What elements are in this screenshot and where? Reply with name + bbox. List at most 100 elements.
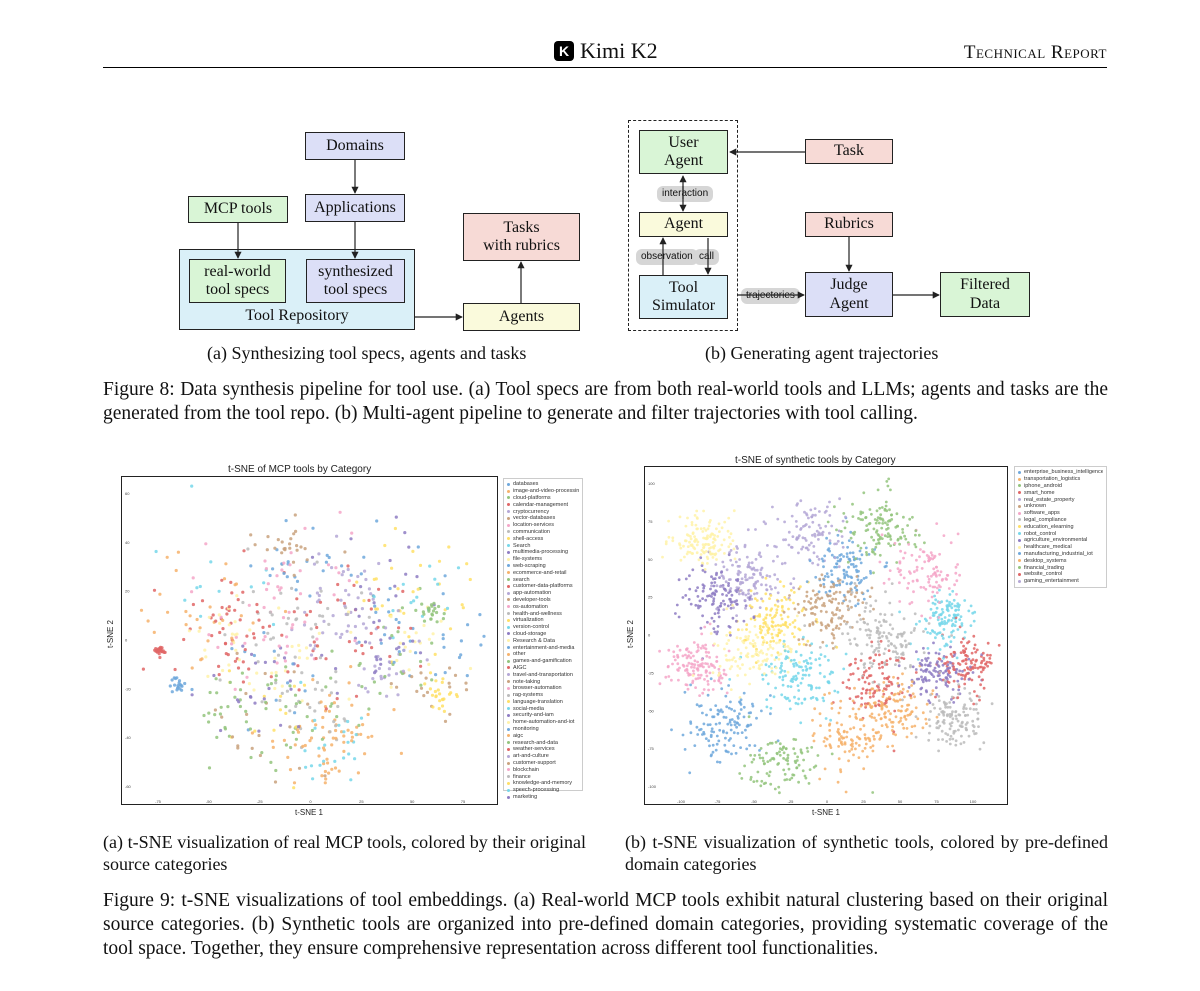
plot-a-point <box>355 641 359 645</box>
plot-a-point <box>332 593 336 597</box>
plot-a-legend-item: shell-access <box>507 535 579 542</box>
plot-b-point <box>852 555 855 559</box>
plot-b-point <box>742 705 746 709</box>
plot-b-point <box>781 675 785 679</box>
plot-a-point <box>285 689 289 693</box>
plot-b-point <box>780 664 783 668</box>
plot-b-point <box>898 581 901 585</box>
plot-b-point <box>780 562 784 566</box>
plot-b-point <box>940 617 944 621</box>
plot-b-point <box>718 604 722 608</box>
plot-a-point <box>154 549 158 554</box>
plot-a-point <box>388 558 392 563</box>
plot-b-point <box>955 717 958 721</box>
plot-b-point <box>835 565 838 569</box>
plot-a-point <box>249 755 253 760</box>
plot-b-point <box>703 570 707 574</box>
plot-b-point <box>901 531 905 534</box>
plot-b-point <box>888 623 892 627</box>
plot-b-point <box>770 624 774 628</box>
plot-a-point <box>420 602 424 606</box>
plot-b-point <box>715 655 719 659</box>
plot-a-legend-item: home-automation-and-iot <box>507 719 579 726</box>
plot-a-point <box>207 711 211 715</box>
plot-b-point <box>856 578 860 582</box>
plot-b-point <box>803 524 807 527</box>
plot-a-point <box>237 658 241 662</box>
plot-a-point <box>183 681 187 686</box>
plot-b-point <box>807 516 810 520</box>
plot-b-point <box>691 674 695 677</box>
filtered-data-box: Filtered Data <box>940 272 1030 317</box>
plot-b-legend-marker <box>1018 525 1021 529</box>
plot-b-point <box>849 673 853 676</box>
plot-b-point <box>901 698 904 702</box>
plot-a-point <box>337 571 341 575</box>
plot-b-point <box>852 565 856 569</box>
plot-a-point <box>221 627 225 631</box>
plot-a-point <box>153 648 157 652</box>
plot-b-point <box>889 488 892 492</box>
plot-a-point <box>158 655 162 660</box>
plot-b-point <box>948 701 952 704</box>
plot-b-point <box>868 714 872 718</box>
plot-b-point <box>889 544 892 548</box>
plot-b-point <box>878 666 881 670</box>
plot-b-point <box>931 703 935 706</box>
plot-b-point <box>901 644 904 647</box>
plot-a-point <box>207 633 211 637</box>
plot-a-point <box>379 657 383 661</box>
plot-a-legend-marker <box>507 489 510 493</box>
plot-b-point <box>872 659 876 662</box>
plot-b-point <box>755 650 758 653</box>
plot-b-point <box>762 621 766 625</box>
plot-b-point <box>695 543 699 547</box>
plot-a-point <box>262 631 266 635</box>
plot-b-point <box>887 577 891 581</box>
plot-a-point <box>327 622 331 626</box>
plot-b-point <box>740 731 744 734</box>
plot-b-point <box>846 632 850 635</box>
plot-b-point <box>837 579 840 583</box>
plot-a-point <box>376 625 380 629</box>
plot-b-point <box>848 715 852 718</box>
plot-b-legend-marker <box>1018 532 1021 536</box>
plot-b-point <box>860 553 864 557</box>
plot-b-point <box>745 628 748 631</box>
plot-b-point <box>838 732 841 736</box>
plot-b-point <box>922 630 925 633</box>
plot-b-point <box>807 600 811 604</box>
plot-b-point <box>927 577 931 581</box>
plot-b-point <box>905 708 909 711</box>
plot-b-point <box>797 638 801 642</box>
plot-a-point <box>357 723 361 727</box>
plot-b-point <box>761 635 764 639</box>
plot-b-point <box>699 527 703 531</box>
plot-b-point <box>710 581 714 585</box>
plot-a-point <box>239 614 243 618</box>
plot-b-point <box>775 641 778 645</box>
plot-b-point <box>791 621 795 624</box>
plot-b-point <box>743 575 747 579</box>
plot-b-point <box>925 659 929 663</box>
plot-a-legend-label: speech-processing <box>513 787 560 794</box>
plot-b-point <box>903 534 906 538</box>
plot-b-point <box>857 744 861 747</box>
plot-b-point <box>971 667 975 670</box>
plot-a-legend-item: note-taking <box>507 678 579 685</box>
plot-b-point <box>784 747 788 751</box>
plot-b-point <box>930 629 934 632</box>
plot-a-point <box>218 621 222 625</box>
plot-b-point <box>718 530 721 533</box>
plot-b-point <box>970 678 974 682</box>
plot-b-point <box>887 639 890 643</box>
plot-a-legend-item: monitoring <box>507 726 579 733</box>
plot-a-point <box>311 678 315 682</box>
plot-a-point <box>211 613 215 617</box>
plot-b-point <box>948 600 951 604</box>
plot-a-point <box>380 604 384 608</box>
plot-a-point <box>262 694 266 698</box>
plot-a-point <box>318 614 322 618</box>
plot-b-point <box>774 624 777 628</box>
plot-b-point <box>788 623 792 626</box>
